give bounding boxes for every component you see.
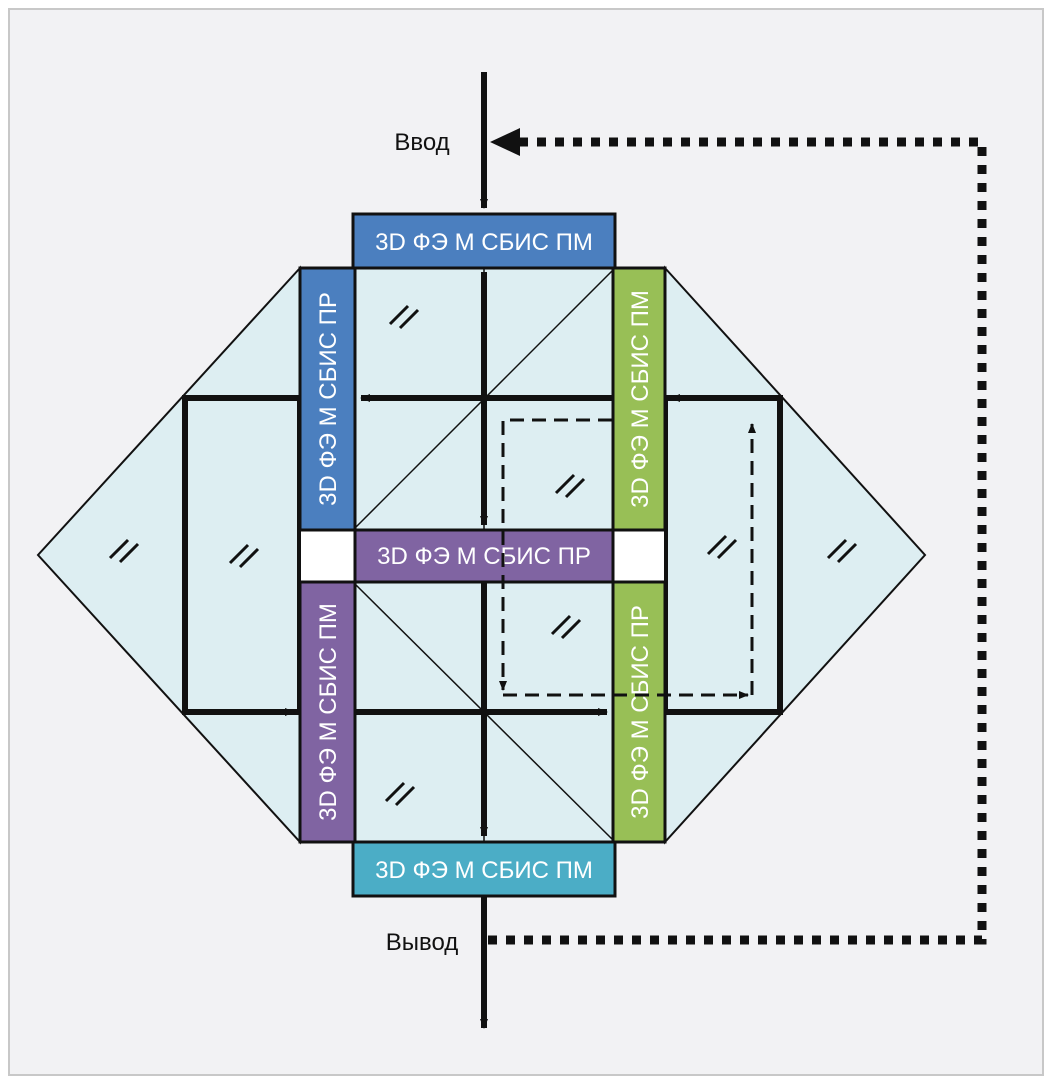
top-block (351, 212, 617, 270)
bottom-block (351, 840, 617, 898)
main-flow-arrows (185, 72, 780, 1029)
output-label: Вывод (386, 929, 459, 956)
right-upper-block-label: 3D ФЭ М СБИС ПМ (627, 290, 654, 508)
bottom-block-label: 3D ФЭ М СБИС ПМ (375, 857, 593, 884)
left-lower-block (298, 580, 357, 844)
left-upper-block-label: 3D ФЭ М СБИС ПР (315, 292, 342, 506)
center-block-label: 3D ФЭ М СБИС ПР (377, 543, 591, 570)
corner-square-left (299, 529, 356, 583)
right-lower-block-label: 3D ФЭ М СБИС ПР (627, 605, 654, 819)
left-upper-block (298, 266, 357, 532)
feedback-arrow-head (490, 128, 520, 156)
left-lower-block-label: 3D ФЭ М СБИС ПМ (315, 603, 342, 821)
right-upper-block (611, 266, 667, 532)
feedback-dotted-path (488, 137, 987, 945)
left-inner-cell (182, 395, 303, 715)
top-block-label: 3D ФЭ М СБИС ПМ (375, 229, 593, 256)
center-block (353, 528, 615, 584)
input-label: Ввод (394, 129, 449, 156)
dashed-loop (499, 418, 756, 699)
corner-square-right (612, 529, 666, 583)
